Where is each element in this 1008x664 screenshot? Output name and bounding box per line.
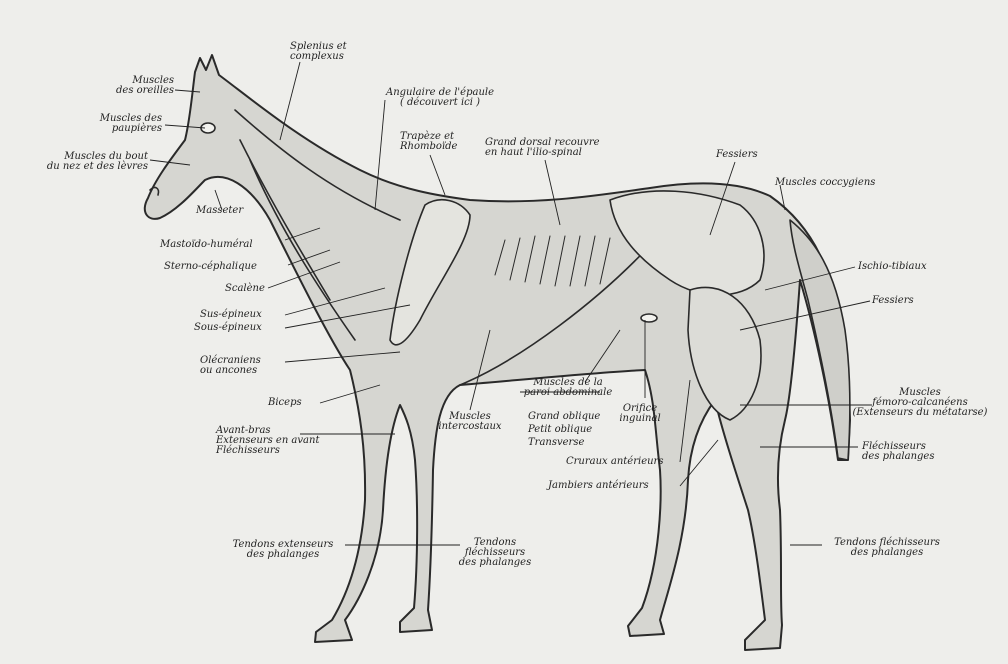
label-intercostaux: Muscles intercostaux [436,412,504,432]
label-sus-epineux: Sus-épineux [200,310,262,320]
label-paroi-abdominale: Muscles de la paroi abdominale [508,378,628,398]
label-cruraux: Cruraux antérieurs [566,457,663,467]
label-avant-bras: Avant-bras Extenseurs en avant Fléchisse… [216,426,319,456]
label-tendons-flechisseurs-hind: Tendons fléchisseurs des phalanges [822,538,952,558]
label-tendons-flechisseurs-front: Tendons fléchisseurs des phalanges [450,538,540,568]
label-sous-epineux: Sous-épineux [194,323,262,333]
label-mastoido: Mastoïdo-huméral [160,240,253,250]
tail [790,220,850,460]
label-sterno: Sterno-céphalique [164,262,257,272]
label-scalene: Scalène [225,284,265,294]
label-flechisseurs-phalanges: Fléchisseurs des phalanges [862,442,935,462]
label-fessiers-top: Fessiers [716,150,758,160]
label-angulaire: Angulaire de l'épaule ( découvert ici ) [355,88,525,108]
label-trapeze: Trapèze et Rhomboïde [400,132,457,152]
label-fessiers-right: Fessiers [872,296,914,306]
label-jambiers: Jambiers antérieurs [548,481,649,491]
label-femoro-calcaneens: Muscles fémoro-calcanéens (Extenseurs du… [840,388,1000,418]
inguinal-orifice [641,314,657,322]
label-tendons-extenseurs: Tendons extenseurs des phalanges [222,540,344,560]
label-masseter: Masseter [196,206,243,216]
label-ischio: Ischio-tibiaux [858,262,927,272]
label-grand-dorsal: Grand dorsal recouvre en haut l'ilio-spi… [485,138,600,158]
label-muscles-paupieres: Muscles des paupières [60,114,162,134]
label-muscles-oreilles: Muscles des oreilles [92,76,174,96]
label-biceps: Biceps [268,398,302,408]
label-olecraniens: Olécraniens ou ancones [200,356,261,376]
label-obliques: Grand oblique Petit oblique Transverse [528,410,600,449]
label-splenius: Splenius et complexus [290,42,347,62]
label-orifice-inguinal: Orifice inguinal [612,404,668,424]
label-muscles-bout-nez: Muscles du bout du nez et des lèvres [20,152,148,172]
label-coccygiens: Muscles coccygiens [775,178,875,188]
